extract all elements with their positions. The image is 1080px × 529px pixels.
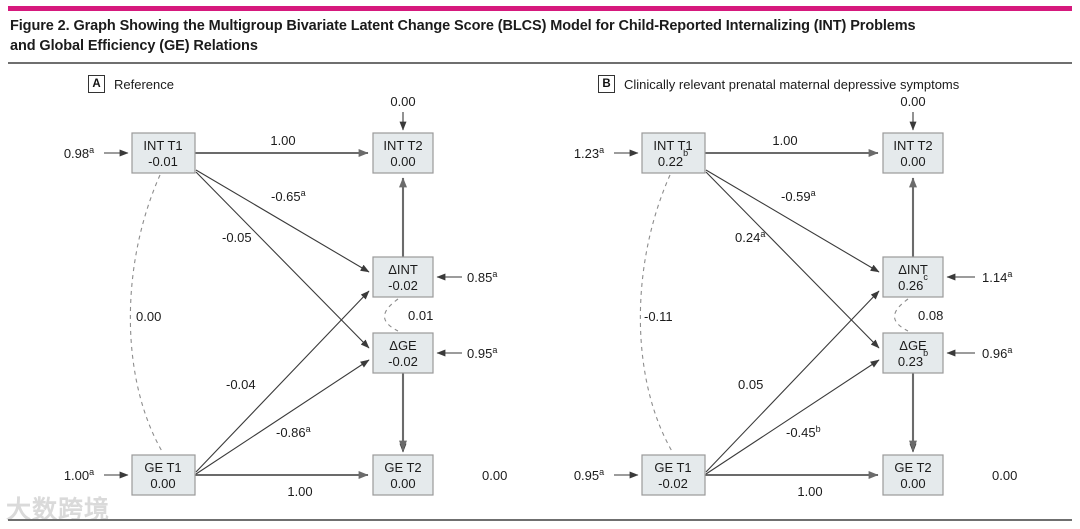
node-d-ge-label-a: ΔGE <box>389 338 417 353</box>
edge-delta-covariance-b <box>893 298 909 332</box>
node-int-t1-label-b: INT T1 <box>653 138 692 153</box>
node-d-int-label-b: ΔINT <box>898 262 928 277</box>
label-ge-t1-to-ge-t2-a: 1.00 <box>287 484 312 499</box>
label-int-t1-to-d-int-a: -0.65a <box>271 188 306 204</box>
title-divider <box>8 62 1072 64</box>
panel-a-letter: A <box>88 75 105 93</box>
panel-b-letter: B <box>598 75 615 93</box>
label-delta-covariance-b: 0.08 <box>918 308 943 323</box>
label-int-t1-to-d-ge-b: 0.24a <box>735 229 765 245</box>
node-int-t1-a <box>131 132 196 174</box>
node-int-t2-label-a: INT T2 <box>383 138 422 153</box>
node-d-ge-value-a: -0.02 <box>388 354 418 369</box>
bottom-divider <box>8 519 1072 521</box>
label-int-t1-to-d-ge-a: -0.05 <box>222 230 252 245</box>
label-ge-t1-to-d-int-a: -0.04 <box>226 377 256 392</box>
label-ge-t1-to-d-int-b: 0.05 <box>738 377 763 392</box>
node-int-t1-b <box>641 132 706 174</box>
label-d-ge-variance-b: 0.96a <box>982 345 1012 361</box>
node-d-ge-value-b: 0.23b <box>898 348 928 369</box>
node-ge-t1-b <box>641 454 706 496</box>
figure-title-line-2: and Global Efficiency (GE) Relations <box>10 38 258 54</box>
node-ge-t1-a <box>131 454 196 496</box>
node-d-int-label-a: ΔINT <box>388 262 418 277</box>
figure-title-line-1: Figure 2. Graph Showing the Multigroup B… <box>10 18 916 34</box>
label-ge-t1-variance-b: 0.95a <box>574 467 604 483</box>
label-int-t1-variance-b: 1.23a <box>574 145 604 161</box>
node-d-int-value-a: -0.02 <box>388 278 418 293</box>
edge-ge-t1-to-d-ge-a <box>195 359 370 475</box>
node-d-int-b <box>882 256 944 298</box>
label-int-t1-to-int-t2-b: 1.00 <box>772 133 797 148</box>
node-int-t2-label-b: INT T2 <box>893 138 932 153</box>
node-ge-t2-label-a: GE T2 <box>384 460 421 475</box>
node-ge-t2-b <box>882 454 944 496</box>
node-int-t1-value-a: -0.01 <box>148 154 178 169</box>
node-ge-t1-label-b: GE T1 <box>654 460 691 475</box>
accent-rule <box>8 6 1072 11</box>
node-ge-t1-value-a: 0.00 <box>150 476 175 491</box>
edge-int-t1-to-d-int-b <box>705 169 880 273</box>
label-d-int-variance-a: 0.85a <box>467 269 497 285</box>
node-d-ge-b <box>882 332 944 374</box>
edge-delta-covariance-a <box>383 298 399 332</box>
node-d-int-value-b: 0.26c <box>898 272 928 293</box>
node-ge-t2-a <box>372 454 434 496</box>
node-ge-t2-label-b: GE T2 <box>894 460 931 475</box>
label-int-t1-to-int-t2-a: 1.00 <box>270 133 295 148</box>
label-ge-t1-variance-a: 1.00a <box>64 467 94 483</box>
panel-b-graph: INT T1 0.22b INT T2 0.00 ΔINT 0.26c ΔGE … <box>574 94 1017 499</box>
label-d-int-variance-b: 1.14a <box>982 269 1012 285</box>
node-ge-t2-value-a: 0.00 <box>390 476 415 491</box>
edge-ge-t1-to-d-ge-b <box>705 359 880 475</box>
label-ge-t1-to-d-ge-a: -0.86a <box>276 424 311 440</box>
node-int-t2-b <box>882 132 944 174</box>
node-d-ge-a <box>372 332 434 374</box>
panel-b-header: B Clinically relevant prenatal maternal … <box>598 75 959 93</box>
edge-int-t1-to-d-ge-a <box>195 171 370 349</box>
node-d-int-a <box>372 256 434 298</box>
edge-ge-t1-to-d-int-b <box>705 290 880 473</box>
label-t1-covariance-b: -0.11 <box>644 309 673 324</box>
label-ge-t2-residual-a: 0.00 <box>482 468 507 483</box>
node-int-t1-value-b: 0.22b <box>658 148 688 169</box>
node-ge-t1-label-a: GE T1 <box>144 460 181 475</box>
node-ge-t1-value-b: -0.02 <box>658 476 688 491</box>
label-int-t2-residual-a: 0.00 <box>390 94 415 109</box>
label-ge-t1-to-d-ge-b: -0.45b <box>786 424 821 440</box>
figure-title: Figure 2. Graph Showing the Multigroup B… <box>10 16 1060 56</box>
node-ge-t2-value-b: 0.00 <box>900 476 925 491</box>
panel-a-graph: INT T1 -0.01 INT T2 0.00 ΔINT -0.02 ΔGE … <box>64 94 507 499</box>
node-int-t1-label-a: INT T1 <box>143 138 182 153</box>
label-int-t1-variance-a: 0.98a <box>64 145 94 161</box>
node-int-t2-value-a: 0.00 <box>390 154 415 169</box>
label-ge-t2-residual-b: 0.00 <box>992 468 1017 483</box>
edge-ge-t1-to-d-int-a <box>195 290 370 473</box>
label-int-t2-residual-b: 0.00 <box>900 94 925 109</box>
panel-a-header: A Reference <box>88 75 174 93</box>
label-d-ge-variance-a: 0.95a <box>467 345 497 361</box>
panel-b-title: Clinically relevant prenatal maternal de… <box>624 76 960 92</box>
label-t1-covariance-a: 0.00 <box>136 309 161 324</box>
edge-int-t1-to-d-ge-b <box>705 171 880 349</box>
panel-a-title: Reference <box>114 76 174 92</box>
edge-int-t1-to-d-int-a <box>195 169 370 273</box>
node-d-ge-label-b: ΔGE <box>899 338 927 353</box>
label-int-t1-to-d-int-b: -0.59a <box>781 188 816 204</box>
node-int-t2-a <box>372 132 434 174</box>
node-int-t2-value-b: 0.00 <box>900 154 925 169</box>
label-ge-t1-to-ge-t2-b: 1.00 <box>797 484 822 499</box>
label-delta-covariance-a: 0.01 <box>408 308 433 323</box>
